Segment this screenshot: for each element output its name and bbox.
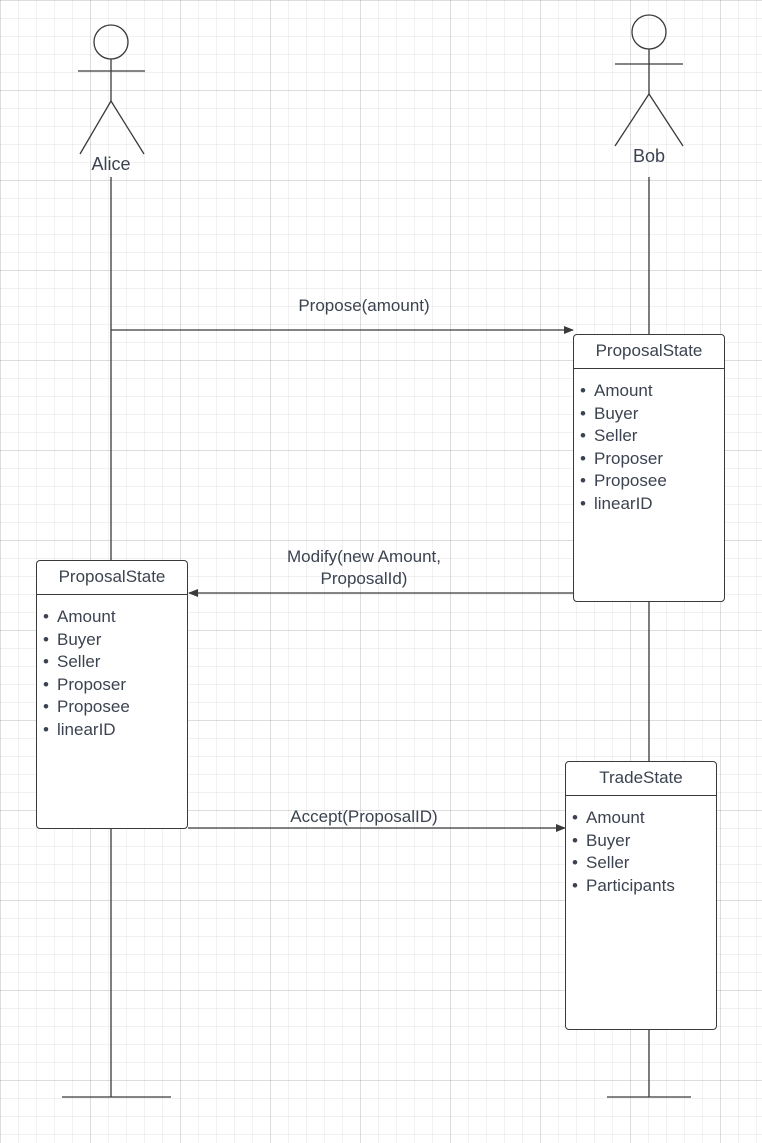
state-field: •Buyer [43,629,102,649]
state-field-label: Seller [586,853,630,872]
propose-message-label-line: Propose(amount) [298,296,430,315]
state-field-label: Amount [586,808,645,827]
state-field-label: linearID [57,719,116,739]
state-field: •Proposer [580,448,663,468]
bob-trade-state-box[interactable]: TradeState •Amount •Buyer •Seller •Parti… [565,761,717,1030]
bob-trade-state-title: TradeState [566,762,716,796]
accept-message-label-line: Accept(ProposalID) [290,807,438,826]
state-field: •Buyer [572,830,631,850]
state-field: •linearID [43,719,116,739]
state-field: •Seller [43,652,101,671]
alice-actor-label: Alice [91,154,131,174]
state-field: •Amount [580,381,653,400]
state-field-label: Buyer [586,830,631,850]
state-field: •Amount [572,808,645,827]
state-field-label: Proposer [594,448,663,468]
alice-actor-figure[interactable] [78,24,145,155]
state-field: •Participants [572,875,675,895]
alice-proposal-state-title: ProposalState [37,561,187,595]
modify-message-label: Modify(new Amount, ProposalId) [287,546,441,590]
state-field: •linearID [580,493,653,513]
state-field: •Amount [43,607,116,626]
bob-proposal-state-title: ProposalState [574,335,724,369]
state-field-label: Proposee [57,697,130,716]
modify-message-label-line-2: ProposalId) [320,569,408,588]
bob-actor-label: Bob [632,146,666,166]
alice-lifeline[interactable] [62,177,171,1098]
state-field-label: linearID [594,493,653,513]
state-field-label: Amount [594,381,653,400]
alice-proposal-state-fields: •Amount •Buyer •Seller •Proposer •Propos… [37,595,187,741]
state-field: •Proposee [580,471,667,490]
state-field: •Proposer [43,674,126,694]
state-field-label: Proposer [57,674,126,694]
state-field-label: Amount [57,607,116,626]
state-field-label: Buyer [57,629,102,649]
bob-trade-state-fields: •Amount •Buyer •Seller •Participants [566,796,716,897]
bob-proposal-state-box[interactable]: ProposalState •Amount •Buyer •Seller •Pr… [573,334,725,602]
bob-proposal-state-fields: •Amount •Buyer •Seller •Proposer •Propos… [574,369,724,515]
state-field-label: Participants [586,875,675,895]
state-field-label: Buyer [594,403,639,423]
state-field-label: Proposee [594,471,667,490]
state-field-label: Seller [594,426,638,445]
accept-message-label: Accept(ProposalID) [290,806,437,828]
alice-proposal-state-box[interactable]: ProposalState •Amount •Buyer •Seller •Pr… [36,560,188,829]
state-field-label: Seller [57,652,101,671]
state-field: •Seller [580,426,638,445]
propose-message-label: Propose(amount) [298,295,429,317]
modify-message-label-line-1: Modify(new Amount, [286,547,442,566]
state-field: •Seller [572,853,630,872]
bob-lifeline[interactable] [607,177,691,1098]
bob-actor-figure[interactable] [614,14,684,147]
state-field: •Buyer [580,403,639,423]
state-field: •Proposee [43,697,130,716]
